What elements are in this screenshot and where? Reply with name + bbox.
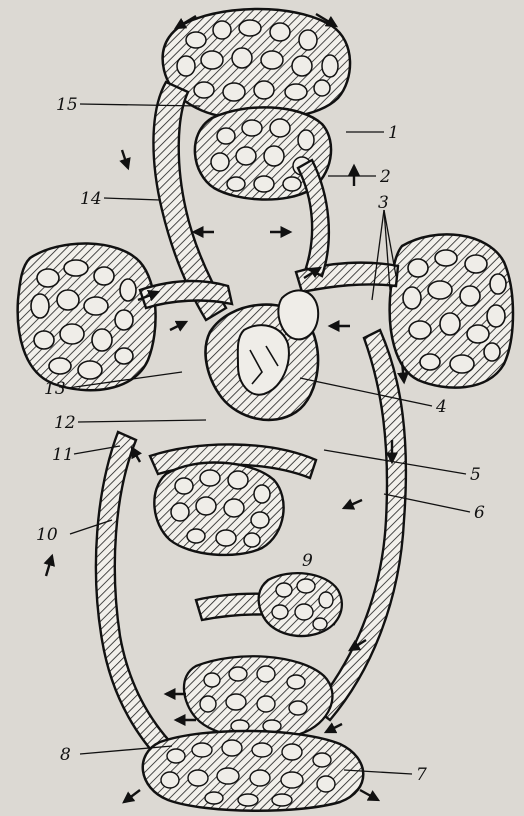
label-7: 7 [416, 765, 427, 785]
upper-body-capillaries [163, 9, 350, 119]
label-10: 10 [36, 525, 58, 545]
label-3: 3 [378, 193, 389, 213]
label-6: 6 [474, 503, 485, 523]
label-4: 4 [435, 397, 447, 417]
kidney-capillaries [259, 573, 342, 636]
label-5: 5 [470, 465, 481, 485]
label-13: 13 [44, 379, 66, 399]
left-lung [18, 243, 156, 390]
label-12: 12 [54, 413, 76, 433]
label-8: 8 [60, 745, 71, 765]
label-9: 9 [302, 551, 313, 571]
liver-capillaries [154, 463, 283, 555]
right-lung [390, 234, 513, 387]
abdominal-capillaries [184, 656, 333, 738]
label-2: 2 [379, 167, 391, 187]
label-14: 14 [80, 189, 102, 209]
lower-body-capillaries [143, 731, 363, 811]
label-1: 1 [388, 123, 399, 143]
label-15: 15 [56, 95, 78, 115]
label-11: 11 [52, 445, 74, 465]
